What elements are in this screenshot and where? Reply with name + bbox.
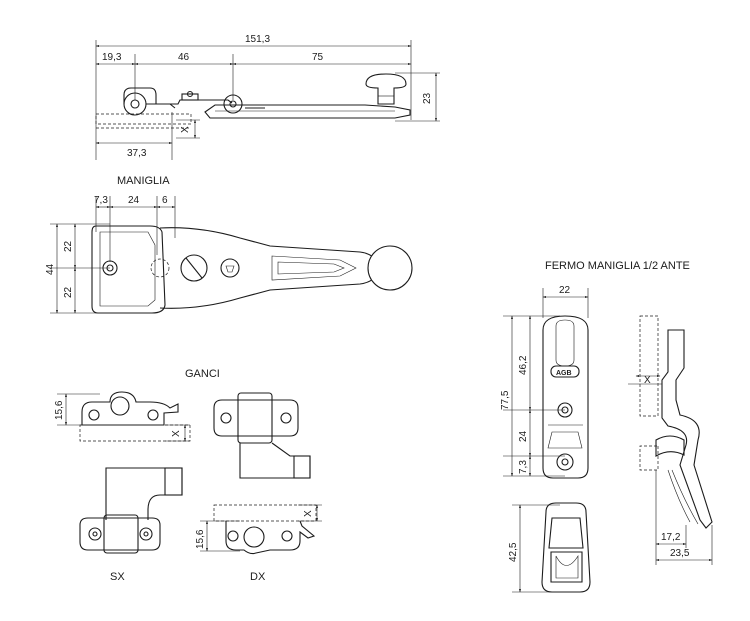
stop-side-view: X 17,2 23,5 (628, 315, 713, 565)
dim-fermo-24: 24 (518, 430, 529, 442)
dim-ganci-15a: 15,6 (54, 400, 65, 420)
stop-bottom-view: 42,5 (508, 502, 591, 593)
label-sx: SX (110, 571, 125, 583)
brand-logo: AGB (556, 370, 572, 377)
handle-front-view: 7,3 24 6 44 22 22 (45, 195, 413, 314)
label-dx: DX (250, 571, 266, 583)
hook-top-left: 15,6 X (54, 391, 191, 442)
dim-fermo-22: 22 (559, 285, 571, 296)
label-ganci: GANCI (185, 368, 220, 380)
dim-fermo-7: 7,3 (518, 460, 529, 474)
dim-75: 75 (312, 52, 324, 63)
dim-x-top: X (180, 126, 191, 133)
hook-sx (79, 467, 183, 554)
dim-fermo-77: 77,5 (500, 390, 511, 410)
dim-man-22a: 22 (63, 240, 74, 252)
dim-ganci-15b: 15,6 (195, 529, 206, 549)
hook-dx: X 15,6 (195, 504, 322, 555)
dim-man-22b: 22 (63, 286, 74, 298)
dim-man-7: 7,3 (94, 195, 108, 206)
dim-ganci-xb: X (303, 510, 314, 517)
dim-fermo-23: 23,5 (670, 548, 690, 559)
dim-man-24: 24 (128, 195, 140, 206)
dim-man-44: 44 (45, 263, 56, 275)
handle-side-view: 151,3 19,3 46 75 23 X 37,3 (95, 34, 440, 160)
stop-front-view: 22 77,5 46,2 24 7,3 AGB (500, 285, 589, 479)
dim-ganci-xa: X (171, 430, 182, 437)
dim-fermo-42: 42,5 (508, 542, 519, 562)
label-maniglia: MANIGLIA (117, 175, 170, 187)
hook-top-right (213, 392, 311, 479)
dim-fermo-17: 17,2 (661, 532, 681, 543)
dim-man-6: 6 (162, 195, 168, 206)
dim-46: 46 (178, 52, 190, 63)
dim-fermo-x: X (644, 375, 651, 386)
dim-19: 19,3 (102, 52, 122, 63)
dim-151: 151,3 (245, 34, 270, 45)
dim-fermo-46: 46,2 (518, 355, 529, 375)
dim-37: 37,3 (127, 148, 147, 159)
dim-23: 23 (422, 92, 433, 104)
label-fermo: FERMO MANIGLIA 1/2 ANTE (545, 260, 690, 272)
